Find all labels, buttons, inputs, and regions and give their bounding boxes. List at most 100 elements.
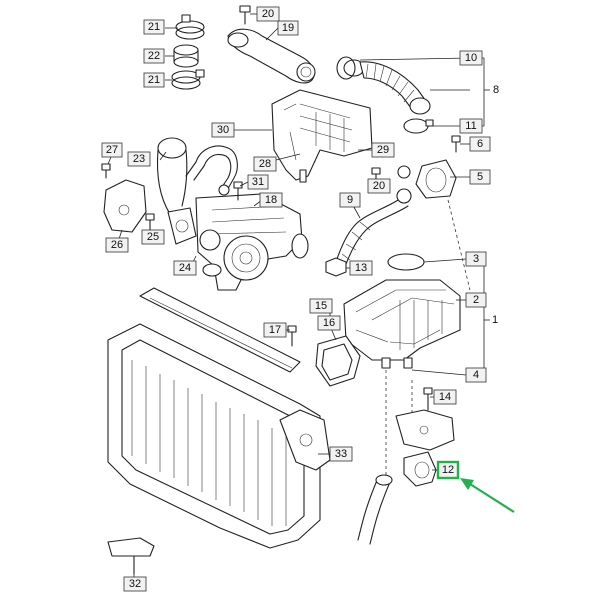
- callout-8[interactable]: 8: [493, 84, 499, 96]
- callout-19[interactable]: 19: [277, 20, 299, 36]
- clamp-21-lower: [171, 69, 205, 90]
- callout-10-label: 10: [465, 52, 477, 64]
- air-duct-15-16: [315, 335, 361, 387]
- callout-1-label: 1: [492, 314, 498, 326]
- callout-22[interactable]: 22: [143, 48, 165, 64]
- callout-20-mid-label: 20: [373, 180, 385, 192]
- nut-13: [325, 257, 347, 277]
- callout-18-label: 18: [265, 194, 277, 206]
- callout-17[interactable]: 17: [263, 322, 287, 338]
- air-guide-top: [139, 287, 301, 373]
- callout-21-lower[interactable]: 21: [143, 72, 165, 88]
- callout-29[interactable]: 29: [371, 142, 395, 158]
- seal-3: [387, 253, 425, 271]
- callout-19-label: 19: [282, 22, 294, 34]
- callout-21-upper-label: 21: [148, 21, 160, 33]
- bolt-6: [451, 135, 461, 153]
- intake-hose-8: [343, 59, 431, 115]
- callout-33-label: 33: [335, 448, 347, 460]
- callout-3-label: 3: [473, 253, 479, 265]
- clamp-10: [336, 56, 356, 80]
- bolt-17: [287, 325, 297, 347]
- callout-12-highlighted[interactable]: 12: [436, 460, 460, 480]
- callout-20-mid[interactable]: 20: [367, 178, 391, 194]
- callout-23-label: 23: [133, 153, 145, 165]
- callout-4[interactable]: 4: [465, 367, 487, 383]
- lock-carrier-33: [107, 323, 331, 549]
- callout-10[interactable]: 10: [459, 50, 483, 66]
- bolt-20-top: [239, 5, 251, 25]
- callout-2-label: 2: [473, 294, 479, 306]
- callout-3[interactable]: 3: [465, 251, 487, 267]
- callout-25-label: 25: [147, 231, 159, 243]
- highlight-arrow: [460, 478, 515, 513]
- callout-16-label: 16: [323, 317, 335, 329]
- turbo-pipe-23: [157, 137, 188, 215]
- hose-lower: [357, 474, 393, 545]
- callout-27[interactable]: 27: [101, 142, 123, 158]
- bracket-26: [103, 179, 147, 233]
- hose-9: [335, 199, 409, 265]
- coolant-pipe-30: [185, 145, 238, 196]
- callout-13[interactable]: 13: [349, 260, 373, 276]
- callout-25[interactable]: 25: [141, 229, 165, 245]
- callout-33[interactable]: 33: [329, 446, 353, 462]
- callout-30-label: 30: [217, 124, 229, 136]
- callout-32-label: 32: [129, 578, 141, 590]
- callout-12-label: 12: [442, 464, 454, 476]
- callout-20-top-label: 20: [262, 8, 274, 20]
- callout-5[interactable]: 5: [469, 169, 491, 185]
- callout-5-label: 5: [477, 171, 483, 183]
- callout-20-top[interactable]: 20: [256, 6, 280, 22]
- callout-9-label: 9: [347, 194, 353, 206]
- heat-shield-28: [271, 89, 373, 183]
- callout-28-label: 28: [259, 158, 271, 170]
- callout-15-label: 15: [315, 300, 327, 312]
- charge-air-pipe-19: [227, 28, 316, 84]
- callout-31-label: 31: [252, 176, 264, 188]
- grommet-9-top: [396, 165, 412, 204]
- intake-pipe-12: [403, 451, 437, 487]
- turbocharger-18: [195, 193, 309, 291]
- callout-17-label: 17: [269, 324, 281, 336]
- sleeve-22: [173, 44, 199, 68]
- callout-24-label: 24: [179, 262, 191, 274]
- callout-31[interactable]: 31: [247, 174, 269, 190]
- callout-24[interactable]: 24: [173, 260, 197, 276]
- callout-6-label: 6: [477, 138, 483, 150]
- callout-18[interactable]: 18: [259, 192, 283, 208]
- callout-11-label: 11: [465, 120, 476, 132]
- callout-4-label: 4: [473, 369, 479, 381]
- callout-27-label: 27: [106, 144, 118, 156]
- callout-32[interactable]: 32: [123, 576, 147, 592]
- callout-22-label: 22: [148, 50, 160, 62]
- sealant-tube-32: [107, 537, 155, 575]
- callout-21-upper[interactable]: 21: [143, 19, 165, 35]
- bracket-14: [395, 387, 455, 451]
- air-filter-housing-2: [343, 279, 461, 369]
- callout-2[interactable]: 2: [465, 292, 487, 308]
- callout-29-label: 29: [377, 144, 389, 156]
- bolt-27: [101, 163, 111, 179]
- callout-13-label: 13: [355, 262, 367, 274]
- leader-lines: [107, 13, 490, 580]
- callout-30[interactable]: 30: [211, 122, 235, 138]
- callout-14-label: 14: [439, 391, 451, 403]
- gasket-24: [167, 207, 197, 245]
- bolt-25: [145, 213, 155, 233]
- callout-28[interactable]: 28: [253, 156, 277, 172]
- callout-8-label: 8: [493, 84, 499, 96]
- callout-11[interactable]: 11: [459, 118, 483, 134]
- callout-1[interactable]: 1: [492, 314, 498, 326]
- callout-23[interactable]: 23: [127, 151, 151, 167]
- callout-6[interactable]: 6: [469, 136, 491, 152]
- callout-16[interactable]: 16: [317, 315, 341, 331]
- callout-26-label: 26: [111, 239, 123, 251]
- callout-26[interactable]: 26: [105, 237, 129, 253]
- clamp-21-upper: [175, 14, 205, 40]
- callout-9[interactable]: 9: [339, 192, 361, 208]
- callout-15[interactable]: 15: [309, 298, 333, 314]
- callout-21-lower-label: 21: [148, 74, 160, 86]
- callout-14[interactable]: 14: [433, 389, 457, 405]
